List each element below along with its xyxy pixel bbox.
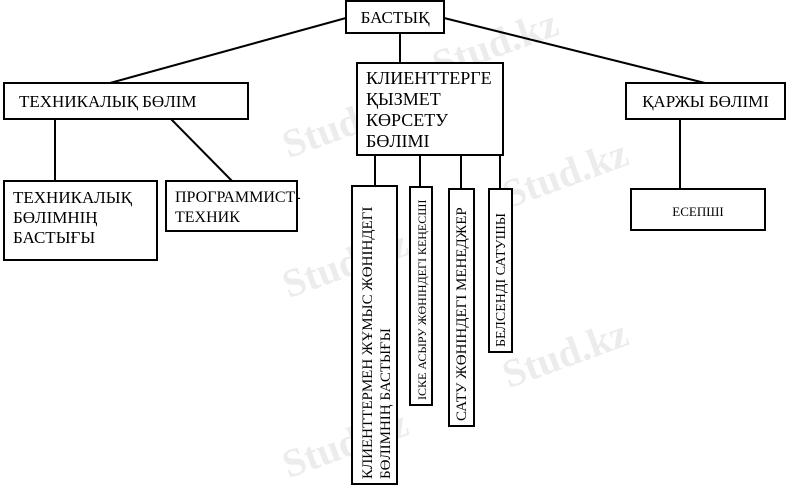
node-label: ЕСЕПШІ: [672, 204, 724, 219]
node-client-dept: КЛИЕНТТЕРГЕ ҚЫЗМЕТ КӨРСЕТУ БӨЛІМІ: [356, 62, 504, 156]
node-label: БАСТЫҚ: [360, 8, 430, 27]
node-head: БАСТЫҚ: [345, 0, 445, 34]
node-tech-dept: ТЕХНИКАЛЫҚ БӨЛІМ: [3, 82, 249, 120]
node-accountant: ЕСЕПШІ: [630, 188, 766, 231]
node-label: ТЕХНИКАЛЫҚ БӨЛІМНІҢ БАСТЫҒЫ: [13, 188, 132, 247]
node-label: САТУ ЖӨНІНДЕГІ МЕНЕДЖЕР: [454, 207, 470, 421]
node-finance-dept: ҚАРЖЫ БӨЛІМІ: [625, 82, 786, 120]
node-programmer: ПРОГРАММИСТ-ТЕХНИК: [165, 180, 301, 232]
node-sales-manager: САТУ ЖӨНІНДЕГІ МЕНЕДЖЕР: [448, 188, 475, 427]
node-tech-head: ТЕХНИКАЛЫҚ БӨЛІМНІҢ БАСТЫҒЫ: [3, 180, 158, 261]
node-label: ТЕХНИКАЛЫҚ БӨЛІМ: [19, 92, 197, 111]
node-consultant: ІСКЕ АСЫРУ ЖӨНІНДЕГІ КЕҢЕСШІ: [409, 186, 433, 406]
node-label: ҚАРЖЫ БӨЛІМІ: [642, 92, 769, 111]
node-label: ІСКЕ АСЫРУ ЖӨНІНДЕГІ КЕҢЕСШІ: [415, 199, 429, 400]
node-label: БЕЛСЕНДІ САТУШЫ: [494, 213, 509, 347]
node-label: КЛИЕНТТЕРМЕН ЖҰМЫС ЖӨНІНДЕГІ БӨЛІМНІҢ БА…: [360, 206, 394, 479]
node-label: ПРОГРАММИСТ-ТЕХНИК: [175, 189, 301, 226]
node-client-head: КЛИЕНТТЕРМЕН ЖҰМЫС ЖӨНІНДЕГІ БӨЛІМНІҢ БА…: [351, 185, 398, 485]
node-active-seller: БЕЛСЕНДІ САТУШЫ: [488, 188, 513, 353]
node-label: КЛИЕНТТЕРГЕ ҚЫЗМЕТ КӨРСЕТУ БӨЛІМІ: [366, 68, 492, 151]
